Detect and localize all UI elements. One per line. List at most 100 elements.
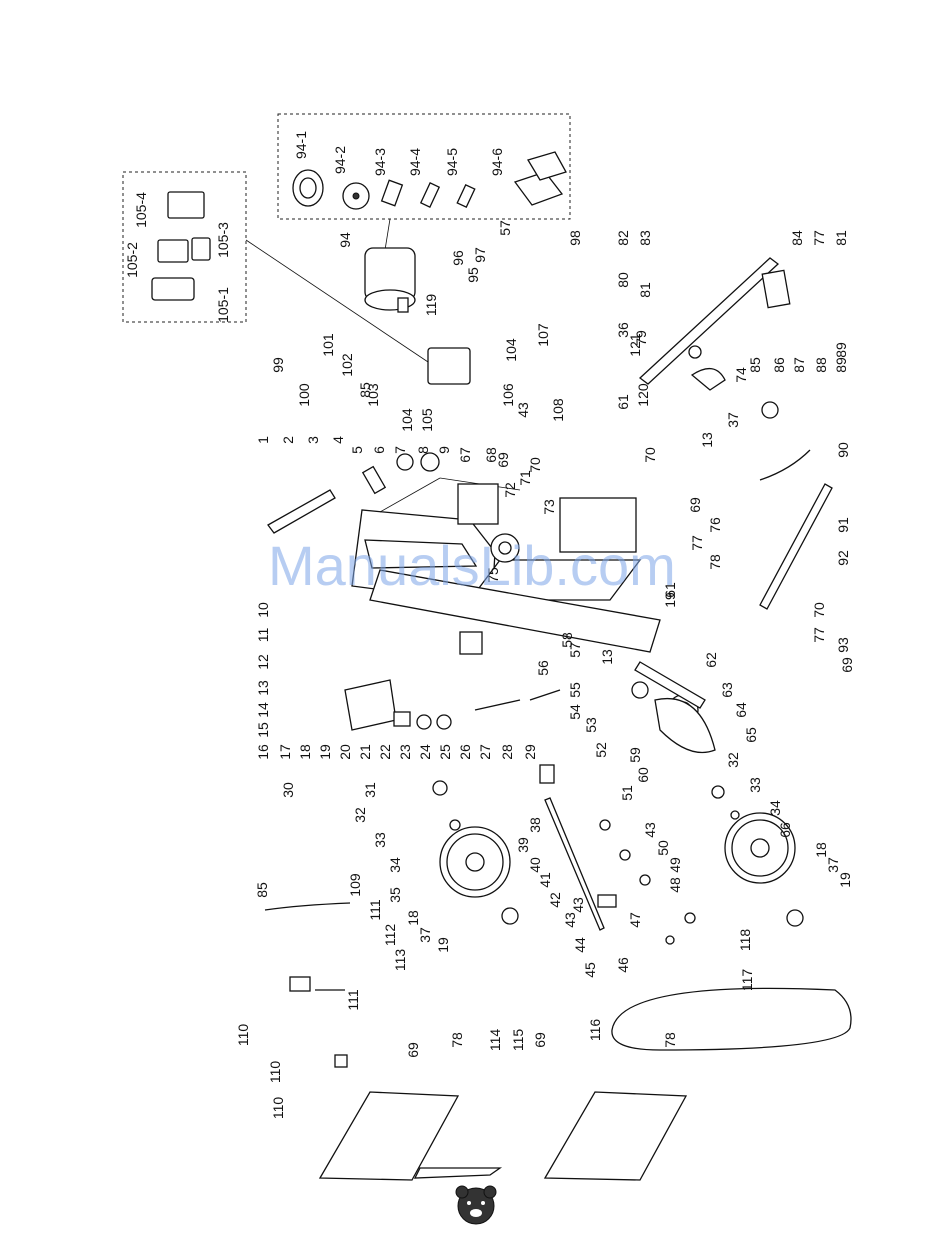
callout-104: 104	[503, 338, 519, 362]
callout-61: 61	[615, 394, 631, 410]
callout-48: 48	[667, 877, 683, 893]
callout-70: 70	[811, 602, 827, 618]
callout-99: 99	[270, 357, 286, 373]
callout-90: 90	[835, 442, 851, 458]
callout-53: 53	[583, 717, 599, 733]
callout-8: 8	[415, 446, 431, 454]
callout-93: 93	[835, 637, 851, 653]
callout-41: 41	[537, 872, 553, 888]
callout-71: 71	[517, 470, 533, 486]
callout-25: 25	[437, 744, 453, 760]
callout-108: 108	[550, 398, 566, 422]
callout-14: 14	[255, 702, 271, 718]
callout-16: 16	[255, 744, 271, 760]
callout-94-2: 94-2	[332, 146, 348, 174]
callout-77: 77	[689, 535, 705, 551]
callout-94-3: 94-3	[372, 148, 388, 176]
callout-105-2: 105-2	[124, 242, 140, 278]
callout-69: 69	[532, 1032, 548, 1048]
callout-105-4: 105-4	[133, 192, 149, 228]
callout-15: 15	[255, 722, 271, 738]
callout-102: 102	[339, 353, 355, 377]
callout-85: 85	[747, 357, 763, 373]
callout-51: 51	[619, 785, 635, 801]
callout-79: 79	[633, 330, 649, 346]
callout-19: 19	[837, 872, 853, 888]
callout-89: 89	[833, 357, 849, 373]
callout-96: 96	[450, 250, 466, 266]
callout-104: 104	[399, 408, 415, 432]
callout-87: 87	[791, 357, 807, 373]
callout-54: 54	[567, 704, 583, 720]
callout-82: 82	[615, 230, 631, 246]
callout-6: 6	[371, 446, 387, 454]
callout-26: 26	[457, 744, 473, 760]
callout-94-5: 94-5	[444, 148, 460, 176]
callout-68: 68	[483, 447, 499, 463]
callout-103: 103	[365, 383, 381, 407]
callout-58: 58	[559, 632, 575, 648]
callout-9: 9	[436, 446, 452, 454]
callout-18: 18	[297, 744, 313, 760]
callout-49: 49	[667, 857, 683, 873]
callout-22: 22	[377, 744, 393, 760]
callout-118: 118	[737, 929, 753, 952]
callout-34: 34	[387, 857, 403, 873]
callout-117: 117	[739, 969, 755, 992]
upper-wheel	[432, 780, 519, 925]
callout-78: 78	[662, 1032, 678, 1048]
callout-110: 110	[235, 1024, 251, 1047]
callout-74: 74	[733, 367, 749, 383]
callout-101: 101	[320, 333, 336, 357]
callout-69: 69	[687, 497, 703, 513]
callout-31: 31	[362, 782, 378, 798]
callout-83: 83	[637, 230, 653, 246]
motor-parts-inset	[277, 113, 571, 220]
callout-13: 13	[255, 680, 271, 696]
callout-50: 50	[655, 840, 671, 856]
callout-115: 115	[510, 1029, 526, 1052]
callout-37: 37	[825, 857, 841, 873]
callout-91: 91	[835, 517, 851, 533]
callout-37: 37	[417, 927, 433, 943]
callout-43: 43	[562, 912, 578, 928]
callout-18: 18	[813, 842, 829, 858]
callout-86: 86	[771, 357, 787, 373]
callout-20: 20	[337, 744, 353, 760]
callout-10: 10	[255, 602, 271, 618]
callout-95: 95	[465, 267, 481, 283]
callout-39: 39	[515, 837, 531, 853]
callout-57: 57	[497, 220, 513, 236]
callout-111: 111	[367, 899, 383, 920]
callout-78: 78	[449, 1032, 465, 1048]
callout-28: 28	[499, 744, 515, 760]
inset-leader	[245, 239, 441, 371]
callout-59: 59	[627, 747, 643, 763]
callout-33: 33	[372, 832, 388, 848]
callout-100: 100	[296, 383, 312, 407]
callout-69: 69	[839, 657, 855, 673]
bear-head-logo	[455, 1185, 497, 1225]
callout-111: 111	[345, 989, 361, 1010]
callout-77: 77	[811, 627, 827, 643]
callout-44: 44	[572, 937, 588, 953]
callout-29: 29	[522, 744, 538, 760]
callout-94-6: 94-6	[489, 148, 505, 176]
callout-110: 110	[270, 1097, 286, 1120]
callout-40: 40	[527, 857, 543, 873]
callout-94-1: 94-1	[293, 131, 309, 159]
callout-13: 13	[599, 649, 615, 665]
callout-30: 30	[280, 782, 296, 798]
callout-92: 92	[835, 550, 851, 566]
lead-screw	[759, 483, 833, 610]
callout-88: 88	[813, 357, 829, 373]
callout-56: 56	[535, 660, 551, 676]
callout-66: 66	[777, 822, 793, 838]
callout-85: 85	[254, 882, 270, 898]
motor-inset-parts	[292, 151, 567, 210]
switch-inset-parts	[151, 191, 211, 301]
callout-1: 1	[255, 436, 271, 444]
watermark: ManualsLib.com	[268, 534, 676, 597]
callout-19: 19	[435, 937, 451, 953]
